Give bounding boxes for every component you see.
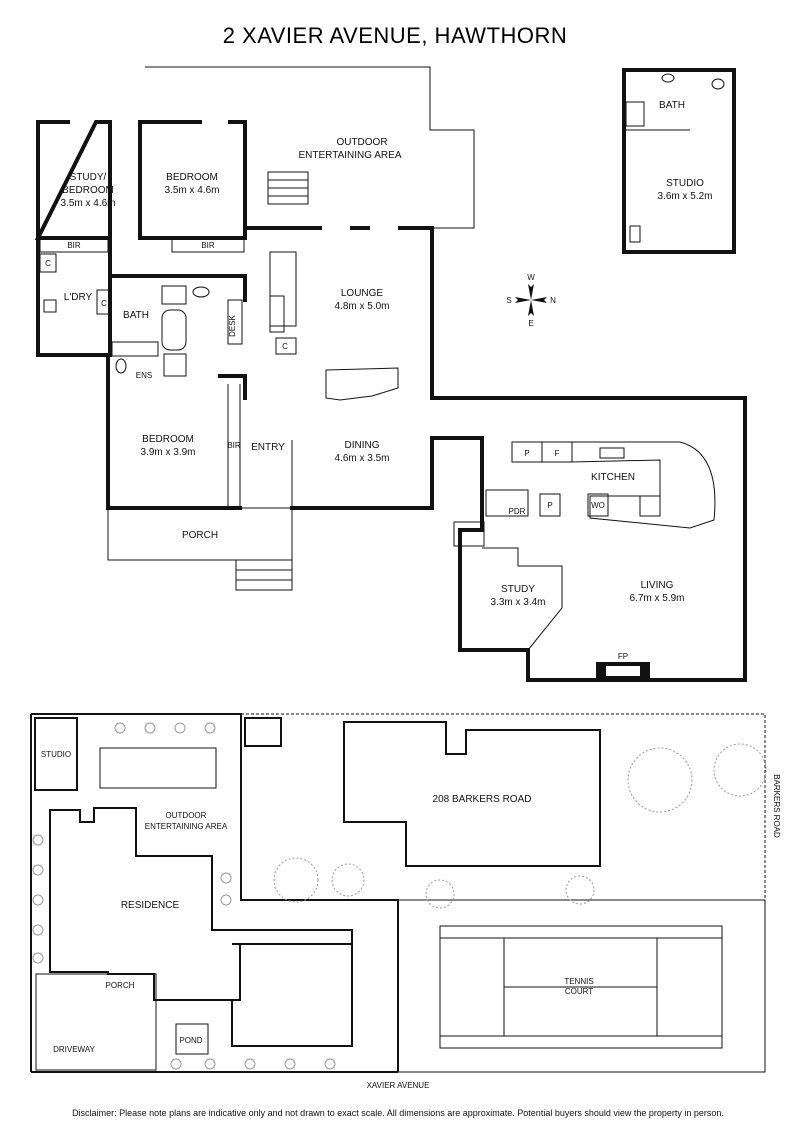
bir-label-2: BIR bbox=[201, 241, 215, 250]
bir-strip-2 bbox=[171, 237, 245, 253]
compass-s: S bbox=[506, 296, 511, 305]
site-outdoor-label-2: ENTERTAINING AREA bbox=[145, 822, 228, 831]
bedroom-2-label: BEDROOM bbox=[142, 434, 194, 445]
kitchen-counter bbox=[571, 441, 716, 529]
site-labels: STUDIO OUTDOOR ENTERTAINING AREA RESIDEN… bbox=[41, 750, 781, 1090]
site-outdoor-label-1: OUTDOOR bbox=[166, 811, 207, 820]
main-house bbox=[34, 66, 747, 682]
xavier-avenue-label: XAVIER AVENUE bbox=[367, 1081, 430, 1090]
porch-label: PORCH bbox=[182, 530, 218, 541]
bedroom-1-walls bbox=[138, 120, 247, 240]
bathtub-icon bbox=[161, 309, 187, 351]
tennis-court bbox=[439, 925, 723, 1049]
study-bedroom-label-1: STUDY/ bbox=[70, 172, 107, 183]
tree-icon-1 bbox=[627, 747, 693, 813]
f-label: F bbox=[555, 449, 560, 458]
living-size: 6.7m x 5.9m bbox=[629, 593, 684, 604]
tree-icon-4 bbox=[331, 863, 365, 897]
lounge-walls bbox=[243, 226, 747, 440]
tree-icon-6 bbox=[565, 875, 595, 905]
compass-w: W bbox=[527, 273, 535, 282]
dining-size: 4.6m x 3.5m bbox=[334, 453, 389, 464]
p-label-2: P bbox=[547, 501, 552, 510]
bedroom-2-size: 3.9m x 3.9m bbox=[140, 447, 195, 458]
tree-icon-5 bbox=[425, 879, 455, 909]
bath-label: BATH bbox=[123, 310, 149, 321]
site-studio bbox=[34, 717, 78, 791]
paving-icon bbox=[267, 171, 309, 205]
pond-outline bbox=[175, 1023, 209, 1055]
lounge-label: LOUNGE bbox=[341, 288, 384, 299]
c-label-1: C bbox=[45, 259, 51, 268]
c-label-2: C bbox=[101, 299, 107, 308]
pdr-label: PDR bbox=[509, 507, 526, 516]
barkers-road-label: BARKERS ROAD bbox=[772, 774, 781, 838]
driveway-label: DRIVEWAY bbox=[53, 1045, 95, 1054]
outdoor-area-outline bbox=[145, 66, 475, 229]
stairs bbox=[453, 521, 485, 547]
neighbour-building bbox=[343, 721, 601, 867]
bir-label-3: BIR bbox=[227, 441, 241, 450]
fp-label: FP bbox=[618, 652, 628, 661]
site-boundary bbox=[31, 713, 399, 1072]
site-studio-label: STUDIO bbox=[41, 750, 71, 759]
compass-n: N bbox=[550, 296, 556, 305]
kitchen-label: KITCHEN bbox=[591, 472, 635, 483]
living-walls bbox=[458, 436, 747, 682]
porch-steps bbox=[235, 559, 293, 591]
plan-title: 2 XAVIER AVENUE, HAWTHORN bbox=[223, 23, 568, 48]
study-bedroom-label-2: BEDROOM bbox=[62, 185, 114, 196]
cooktop-icon bbox=[639, 495, 661, 517]
tennis-label-1: TENNIS bbox=[564, 977, 593, 986]
sink-icon bbox=[599, 447, 625, 459]
dining-label: DINING bbox=[345, 440, 380, 451]
studio-bath-label: BATH bbox=[659, 100, 685, 111]
bath-walls bbox=[108, 274, 247, 302]
living-label: LIVING bbox=[641, 580, 674, 591]
pond-label: POND bbox=[179, 1036, 202, 1045]
laundry-label: L'DRY bbox=[64, 292, 93, 303]
c-label-3: C bbox=[282, 342, 288, 351]
study-2-label: STUDY bbox=[501, 584, 535, 595]
site-porch-label: PORCH bbox=[106, 981, 135, 990]
room-labels: OUTDOOR ENTERTAINING AREA STUDY/ BEDROOM… bbox=[45, 100, 712, 661]
residence-footprint bbox=[49, 807, 353, 1047]
study-2-size: 3.3m x 3.4m bbox=[490, 597, 545, 608]
studio-label: STUDIO bbox=[666, 178, 704, 189]
lounge-table bbox=[325, 367, 399, 401]
site-residence-label: RESIDENCE bbox=[121, 900, 180, 911]
tree-icon-2 bbox=[713, 743, 767, 797]
neighbour-lot bbox=[240, 713, 766, 901]
compass-icon: W E S N bbox=[506, 273, 556, 328]
shower bbox=[161, 285, 187, 305]
disclaimer-text: Disclaimer: Please note plans are indica… bbox=[72, 1108, 724, 1118]
studio-size: 3.6m x 5.2m bbox=[657, 191, 712, 202]
study-bedroom-size: 3.5m x 4.6m bbox=[60, 198, 115, 209]
bir-label-1: BIR bbox=[67, 241, 81, 250]
lounge-size: 4.8m x 5.0m bbox=[334, 301, 389, 312]
porch-outline bbox=[107, 507, 293, 561]
wo-label: WO bbox=[591, 501, 605, 510]
bedroom-1-label: BEDROOM bbox=[166, 172, 218, 183]
tree-icon-3 bbox=[273, 857, 319, 903]
bedroom-2-walls bbox=[106, 354, 242, 510]
dining-walls bbox=[290, 436, 484, 510]
toilet-icon bbox=[192, 286, 210, 298]
ens-label: ENS bbox=[136, 371, 152, 380]
site-plan bbox=[30, 713, 767, 1073]
studio-building bbox=[622, 68, 736, 254]
bedroom-1-size: 3.5m x 4.6m bbox=[164, 185, 219, 196]
tennis-label-2: COURT bbox=[565, 987, 593, 996]
p-label-1: P bbox=[524, 449, 529, 458]
compass-e: E bbox=[528, 319, 533, 328]
study-2-walls bbox=[482, 547, 563, 651]
outdoor-label-2: ENTERTAINING AREA bbox=[299, 150, 402, 161]
desk-label: DESK bbox=[228, 314, 237, 336]
site-neighbour-label: 208 BARKERS ROAD bbox=[433, 794, 532, 805]
entry-label: ENTRY bbox=[251, 442, 285, 453]
outdoor-label-1: OUTDOOR bbox=[336, 137, 387, 148]
